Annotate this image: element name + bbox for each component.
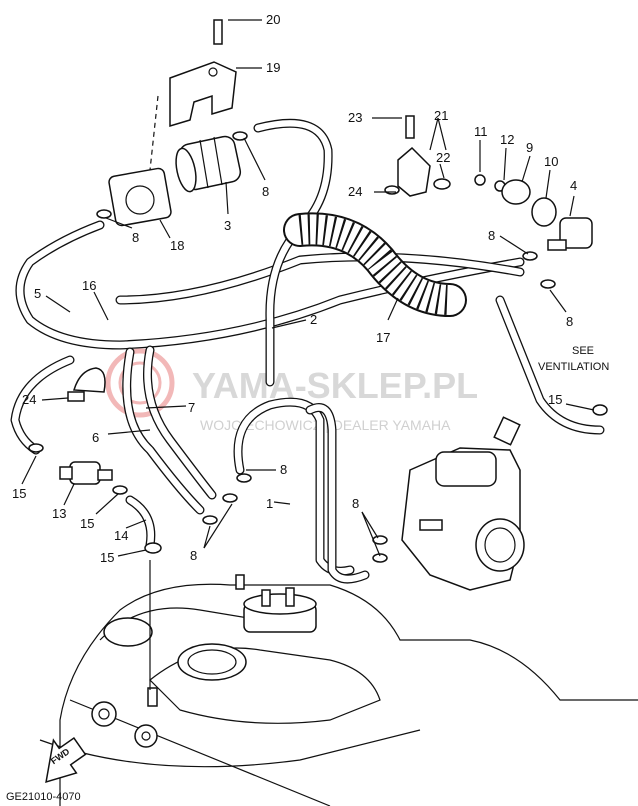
callout-6: 6 xyxy=(92,430,99,445)
note-line-1: SEE xyxy=(572,345,594,357)
callout-8-center: 8 xyxy=(280,462,287,477)
callout-21: 21 xyxy=(434,108,448,123)
callout-15-left: 15 xyxy=(12,486,26,501)
hull-outline xyxy=(39,583,638,806)
callout-19: 19 xyxy=(266,60,280,75)
note-line-2: VENTILATION xyxy=(538,361,609,373)
leader-lines xyxy=(21,19,595,557)
callout-5: 5 xyxy=(34,286,41,301)
watermark-title: YAMA-SKLEP.PL xyxy=(192,365,478,406)
callout-24-right: 24 xyxy=(348,184,362,199)
callout-4: 4 xyxy=(570,178,577,193)
bracket-top xyxy=(149,19,237,171)
bracket-right xyxy=(397,115,451,197)
callout-13: 13 xyxy=(52,506,66,521)
callout-8-left: 8 xyxy=(132,230,139,245)
callout-8-bottom: 8 xyxy=(190,548,197,563)
callout-17: 17 xyxy=(376,330,390,345)
fuel-filter xyxy=(175,135,242,193)
watermark-subtitle: WOJCIECHOWICZ | DEALER YAMAHA xyxy=(200,417,451,433)
callout-7: 7 xyxy=(188,400,195,415)
callout-22: 22 xyxy=(436,150,450,165)
callout-20: 20 xyxy=(266,12,280,27)
fitting-cluster xyxy=(474,174,593,251)
callout-14: 14 xyxy=(114,528,128,543)
callout-23: 23 xyxy=(348,110,362,125)
diagram-code: GE21010-4070 xyxy=(6,791,81,803)
callout-8-carb: 8 xyxy=(352,496,359,511)
callout-11: 11 xyxy=(474,124,488,139)
check-valve xyxy=(59,461,113,485)
callout-3: 3 xyxy=(224,218,231,233)
clips xyxy=(28,131,608,563)
band-left xyxy=(67,367,106,402)
callout-8-right-top: 8 xyxy=(488,228,495,243)
callout-16: 16 xyxy=(82,278,96,293)
callout-1: 1 xyxy=(266,496,273,511)
callout-15-mid: 15 xyxy=(80,516,94,531)
watermark-logo xyxy=(105,348,175,418)
callout-15-right: 15 xyxy=(548,392,562,407)
filter-holder xyxy=(108,167,172,227)
callout-15-low: 15 xyxy=(100,550,114,565)
watermark: YAMA-SKLEP.PL WOJCIECHOWICZ | DEALER YAM… xyxy=(105,348,478,433)
protector-corrugated xyxy=(283,212,467,317)
fuel-sender-unit xyxy=(235,574,317,633)
carburetor xyxy=(401,416,525,591)
callout-8-filter: 8 xyxy=(262,184,269,199)
hose-group xyxy=(10,118,605,690)
callout-8-right-low: 8 xyxy=(566,314,573,329)
callout-18: 18 xyxy=(170,238,184,253)
callout-2: 2 xyxy=(310,312,317,327)
callout-24-left: 24 xyxy=(22,392,36,407)
strainer-discs xyxy=(91,687,158,748)
callout-10: 10 xyxy=(544,154,558,169)
callouts: 20 19 8 3 18 8 2 5 16 17 7 6 24 15 13 15… xyxy=(12,12,577,565)
callout-12: 12 xyxy=(500,132,514,147)
ventilation-note: SEE VENTILATION xyxy=(538,345,609,373)
fwd-arrow: FWD xyxy=(45,736,87,784)
callout-9: 9 xyxy=(526,140,533,155)
